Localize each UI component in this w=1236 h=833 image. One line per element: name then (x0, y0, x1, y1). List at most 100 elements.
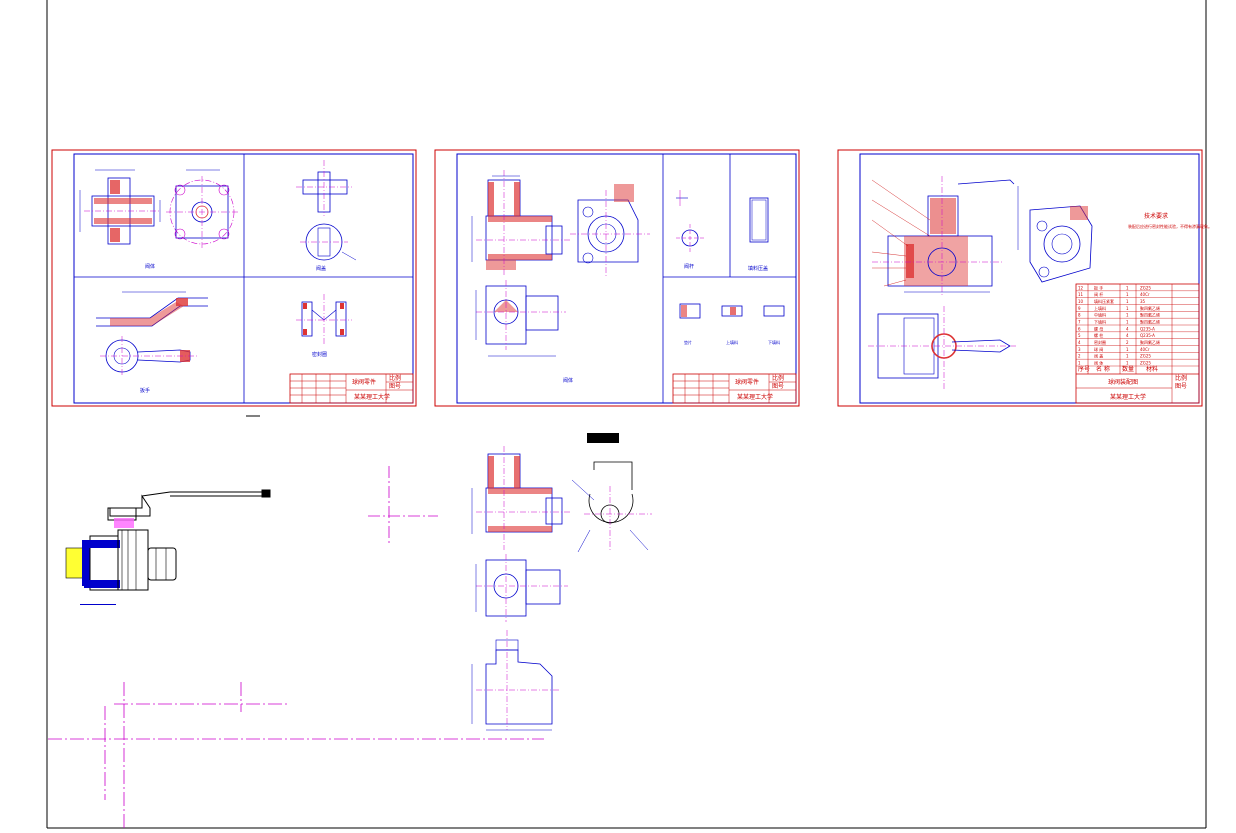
bom-cell: 1 (1126, 285, 1129, 290)
bom-cell: 1 (1126, 313, 1129, 318)
sheet-3-border (859, 153, 1200, 404)
bom-cell: 中填料 (1094, 312, 1106, 318)
sheet-1-view-label-2: 阀盖 (316, 265, 326, 272)
sheet-2-label-scale: 比例 (772, 374, 784, 382)
bom-cell: 上填料 (1094, 305, 1106, 311)
sheet-3-top-view (868, 306, 1016, 390)
bom-cell: 35 (1140, 299, 1146, 304)
bom-cell: 填料压紧套 (1094, 298, 1114, 304)
bom-cell: 8 (1078, 313, 1081, 318)
sheet-2-border (456, 153, 797, 404)
bom-cell: 螺 柱 (1094, 332, 1103, 338)
sheet-1-school: 某某理工大学 (354, 393, 390, 401)
loose-valve-body-side (571, 461, 652, 553)
bom-cell: 聚四氟乙烯 (1140, 319, 1160, 325)
bom-cell: 1 (1126, 347, 1129, 352)
center-cross (368, 466, 438, 546)
sheet-1-label-scale: 比例 (389, 374, 401, 382)
sheet-2-view-label-1: 阀体 (563, 377, 573, 384)
bom-cell: 1 (1126, 361, 1129, 366)
sheet-2-valve-body-section (471, 170, 570, 276)
construction-centerlines (48, 682, 544, 828)
loose-valve-body-front (471, 630, 560, 731)
bom-cell: 1 (1078, 361, 1081, 366)
sheet-2-school: 某某理工大学 (737, 393, 773, 401)
bom-cell: 1 (1126, 299, 1129, 304)
bom-cell: 2 (1078, 354, 1081, 359)
bom-cell: Q235-A (1140, 333, 1155, 338)
sheet-3-label-scale: 比例 (1175, 374, 1187, 382)
bom-cell: 4 (1126, 326, 1129, 331)
sheet-1-border (73, 153, 414, 404)
sheet-2-small-parts (679, 303, 785, 319)
bom-cell: 下填料 (1094, 319, 1106, 325)
bom-cell: 12 (1078, 285, 1084, 290)
sheet-1-flange-view (166, 169, 238, 248)
bom-cell: 螺 母 (1094, 325, 1103, 331)
bom-cell: 扳 手 (1094, 284, 1103, 290)
bom-cell: 密封圈 (1094, 339, 1106, 345)
sheet-1-view-label-4: 密封圈 (312, 351, 327, 358)
sheet-2-valve-body-top (475, 280, 566, 357)
sheet-2-frame (434, 149, 800, 407)
bom-cell: 10 (1078, 299, 1084, 304)
bom-header-no: 序号 (1078, 365, 1090, 373)
sheet-1-title-block[interactable]: 球阀零件 某某理工大学 比例 图号 (289, 373, 414, 404)
sheet-2-view-label-6: 下填料 (768, 339, 780, 345)
bom-cell: 9 (1078, 306, 1081, 311)
sheet-3-frame (837, 149, 1203, 407)
sheet-1-stem-view (296, 160, 357, 261)
sheet-1-valve-cover-section (79, 169, 161, 245)
sheet-2-view-label-2: 阀杆 (684, 263, 694, 270)
sheet-3-tech-text: 装配后应进行密封性能试验，不得有渗漏现象。 (1128, 223, 1212, 229)
sheet-2-stem (676, 190, 706, 252)
sheet-2-view-label-4: 垫片 (684, 339, 692, 345)
sheet-2-title-block[interactable]: 球阀零件 某某理工大学 比例 图号 (672, 373, 797, 404)
bom-cell: 11 (1078, 292, 1084, 297)
sheet-2-valve-body-side (570, 184, 650, 276)
sheet-2-gland (749, 197, 769, 243)
sheet-3-assembly-section (871, 176, 1019, 296)
bom-cell: 1 (1126, 306, 1129, 311)
loose-valve-body-top (475, 554, 568, 622)
bom-cell: 3 (1078, 347, 1081, 352)
bom-cell: 1 (1126, 354, 1129, 359)
bom-cell: 40Cr (1140, 292, 1150, 297)
black-label-block[interactable] (587, 433, 619, 443)
sheet-3-side-view (1029, 205, 1093, 283)
bom-cell: 7 (1078, 320, 1081, 325)
bom-cell: 1 (1126, 320, 1129, 325)
sheet-2[interactable]: 阀体 阀杆 填料压盖 垫片 上填料 下填料 (434, 149, 800, 407)
bom-cell: 阀 盖 (1094, 353, 1103, 359)
bom-cell: ZG25 (1140, 285, 1151, 290)
bom-cell: ZG25 (1140, 354, 1151, 359)
sheet-3-label-drawing-no: 图号 (1175, 383, 1187, 390)
sheet-1-view-label-3: 扳手 (140, 387, 150, 394)
sheet-2-label-drawing-no: 图号 (772, 383, 784, 390)
bom-cell: 1 (1126, 292, 1129, 297)
bom-header-name: 名 称 (1096, 365, 1110, 373)
sheet-1-frame (51, 149, 417, 407)
bom-cell: 6 (1078, 326, 1081, 331)
sheet-3-tech-title: 技术要求 (1144, 212, 1168, 220)
bom-cell: 球 阀 (1094, 346, 1103, 352)
bom-cell: 聚四氟乙烯 (1140, 339, 1160, 345)
sheet-1[interactable]: 阀体 阀盖 扳手 (51, 149, 417, 407)
bom-cell: 阀 杆 (1094, 291, 1103, 297)
sheet-1-seal-view (296, 294, 352, 344)
sheet-2-title: 球阀零件 (735, 378, 759, 386)
sheet-1-label-drawing-no: 图号 (389, 383, 401, 390)
bom-cell: 4 (1078, 340, 1081, 345)
bom-cell: 5 (1078, 333, 1081, 338)
bom-cell: 40Cr (1140, 347, 1150, 352)
bom-cell: 4 (1126, 333, 1129, 338)
valve-assembly-model[interactable] (65, 489, 271, 605)
sheet-2-view-label-5: 上填料 (726, 339, 738, 345)
sheet-2-view-label-3: 填料压盖 (748, 265, 768, 272)
sheet-1-title: 球阀零件 (352, 378, 376, 386)
bom-cell: 2 (1126, 340, 1129, 345)
